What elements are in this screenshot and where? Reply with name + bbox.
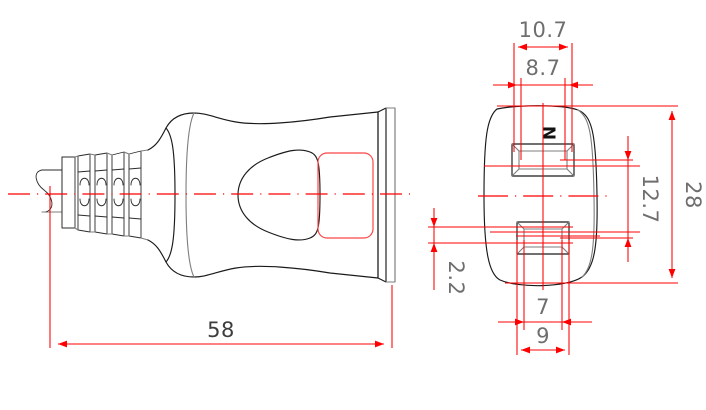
front-body-inner-edge: [577, 109, 595, 278]
dim-label-body-height: 28: [681, 181, 705, 209]
svg-text:N: N: [538, 126, 558, 140]
cable-end: [35, 169, 63, 213]
dim-label-blade-inner-width: 8.7: [526, 56, 561, 80]
dim-label-lower-blade-outer-width: 9: [536, 324, 550, 348]
front-view-group: N 10.7 8.7: [428, 18, 705, 355]
dim-label-blade-outer-width: 10.7: [519, 18, 568, 42]
strain-relief-ribs: [61, 149, 149, 241]
dimension-lower-blade-outer-width: 9: [516, 240, 570, 355]
dimension-lower-blade-inner-width: 7: [498, 240, 592, 330]
side-view-group: 58: [8, 107, 410, 348]
dimension-blade-inner-width: 8.7: [493, 56, 593, 160]
neutral-marking: N: [538, 126, 558, 140]
dim-label-overall-length: 58: [207, 318, 235, 342]
dim-label-blade-thickness: 2.2: [444, 261, 468, 296]
highlight-region: [317, 152, 374, 239]
dimension-body-height: 28: [497, 105, 705, 284]
dimension-blade-thickness: 2.2: [428, 208, 573, 295]
end-flange: [377, 107, 396, 283]
plug-body-profile: [147, 111, 379, 279]
dimension-blade-spacing: 12.7: [560, 136, 662, 262]
dim-label-blade-spacing: 12.7: [638, 175, 662, 224]
dim-label-lower-blade-inner-width: 7: [536, 295, 550, 319]
dimension-overall-length: 58: [49, 186, 393, 348]
dimension-blade-outer-width: 10.7: [513, 18, 573, 152]
inner-contour: [237, 149, 321, 241]
